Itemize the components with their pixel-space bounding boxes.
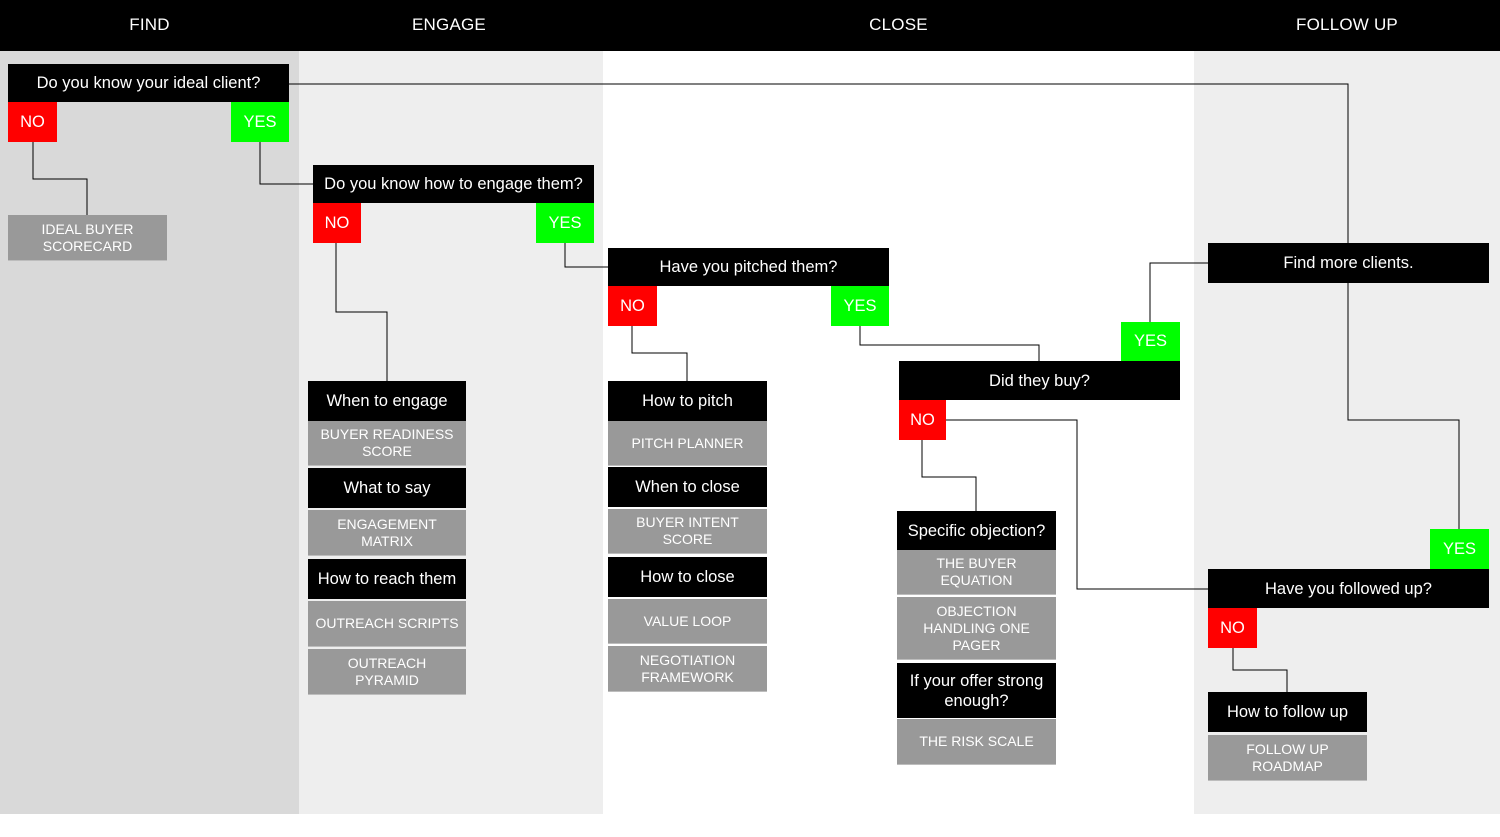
connector-line bbox=[1232, 648, 1288, 692]
no-answer-did-buy: NO bbox=[899, 400, 946, 440]
action-find-more-clients: Find more clients. bbox=[1208, 243, 1489, 283]
topic-offer-strong-enough: If your offer strong enough? bbox=[897, 663, 1056, 718]
connector-line bbox=[32, 142, 88, 215]
topic-how-to-follow-up: How to follow up bbox=[1208, 692, 1367, 732]
topic-specific-objection: Specific objection? bbox=[897, 511, 1056, 550]
topic-how-to-reach: How to reach them bbox=[308, 559, 466, 599]
connector-line bbox=[289, 83, 1349, 243]
yes-answer-ideal-client: YES bbox=[231, 102, 289, 142]
connector-line bbox=[564, 243, 608, 268]
no-answer-followed-up: NO bbox=[1208, 608, 1257, 648]
tool-follow-up-roadmap: FOLLOW UP ROADMAP bbox=[1208, 735, 1367, 781]
yes-answer-followed-up: YES bbox=[1430, 529, 1489, 569]
tool-engagement-matrix: ENGAGEMENT MATRIX bbox=[308, 510, 466, 556]
question-did-they-buy: Did they buy? bbox=[899, 361, 1180, 400]
question-engage-them: Do you know how to engage them? bbox=[313, 165, 594, 203]
tool-buyer-readiness-score: BUYER READINESS SCORE bbox=[308, 421, 466, 466]
question-pitched: Have you pitched them? bbox=[608, 248, 889, 286]
yes-answer-engage: YES bbox=[536, 203, 594, 243]
tool-pitch-planner: PITCH PLANNER bbox=[608, 421, 767, 466]
tool-buyer-intent-score: BUYER INTENT SCORE bbox=[608, 509, 767, 554]
stage-header: FIND ENGAGE CLOSE FOLLOW UP bbox=[0, 0, 1500, 51]
no-answer-engage: NO bbox=[313, 203, 361, 243]
connector-line bbox=[631, 326, 688, 381]
header-follow-up: FOLLOW UP bbox=[1296, 15, 1398, 34]
tool-value-loop: VALUE LOOP bbox=[608, 599, 767, 644]
connector-line bbox=[921, 439, 977, 511]
topic-when-to-engage: When to engage bbox=[308, 381, 466, 421]
tool-objection-handling-one-pager: OBJECTION HANDLING ONE PAGER bbox=[897, 597, 1056, 660]
yes-answer-pitched: YES bbox=[831, 286, 889, 326]
connector-line bbox=[1347, 283, 1460, 529]
tool-outreach-scripts: OUTREACH SCRIPTS bbox=[308, 601, 466, 647]
topic-what-to-say: What to say bbox=[308, 468, 466, 508]
tool-risk-scale: THE RISK SCALE bbox=[897, 719, 1056, 765]
follow-up-column-background bbox=[1194, 0, 1500, 814]
question-followed-up: Have you followed up? bbox=[1208, 569, 1489, 608]
connector-line bbox=[335, 243, 388, 381]
tool-negotiation-framework: NEGOTIATION FRAMEWORK bbox=[608, 646, 767, 692]
no-answer-pitched: NO bbox=[608, 286, 657, 326]
topic-when-to-close: When to close bbox=[608, 467, 767, 507]
header-engage: ENGAGE bbox=[412, 15, 486, 34]
connector-line bbox=[946, 419, 1208, 590]
tool-outreach-pyramid: OUTREACH PYRAMID bbox=[308, 649, 466, 695]
tool-ideal-buyer-scorecard: IDEAL BUYER SCORECARD bbox=[8, 215, 167, 261]
header-close: CLOSE bbox=[869, 15, 928, 34]
header-find: FIND bbox=[129, 15, 170, 34]
no-answer-ideal-client: NO bbox=[8, 102, 57, 142]
yes-answer-did-buy: YES bbox=[1121, 322, 1180, 361]
connector-line bbox=[859, 326, 1040, 361]
topic-how-to-close: How to close bbox=[608, 557, 767, 597]
question-ideal-client: Do you know your ideal client? bbox=[8, 64, 289, 102]
tool-buyer-equation: THE BUYER EQUATION bbox=[897, 550, 1056, 595]
connector-line bbox=[1149, 262, 1208, 322]
connector-line bbox=[259, 142, 313, 185]
topic-how-to-pitch: How to pitch bbox=[608, 381, 767, 421]
